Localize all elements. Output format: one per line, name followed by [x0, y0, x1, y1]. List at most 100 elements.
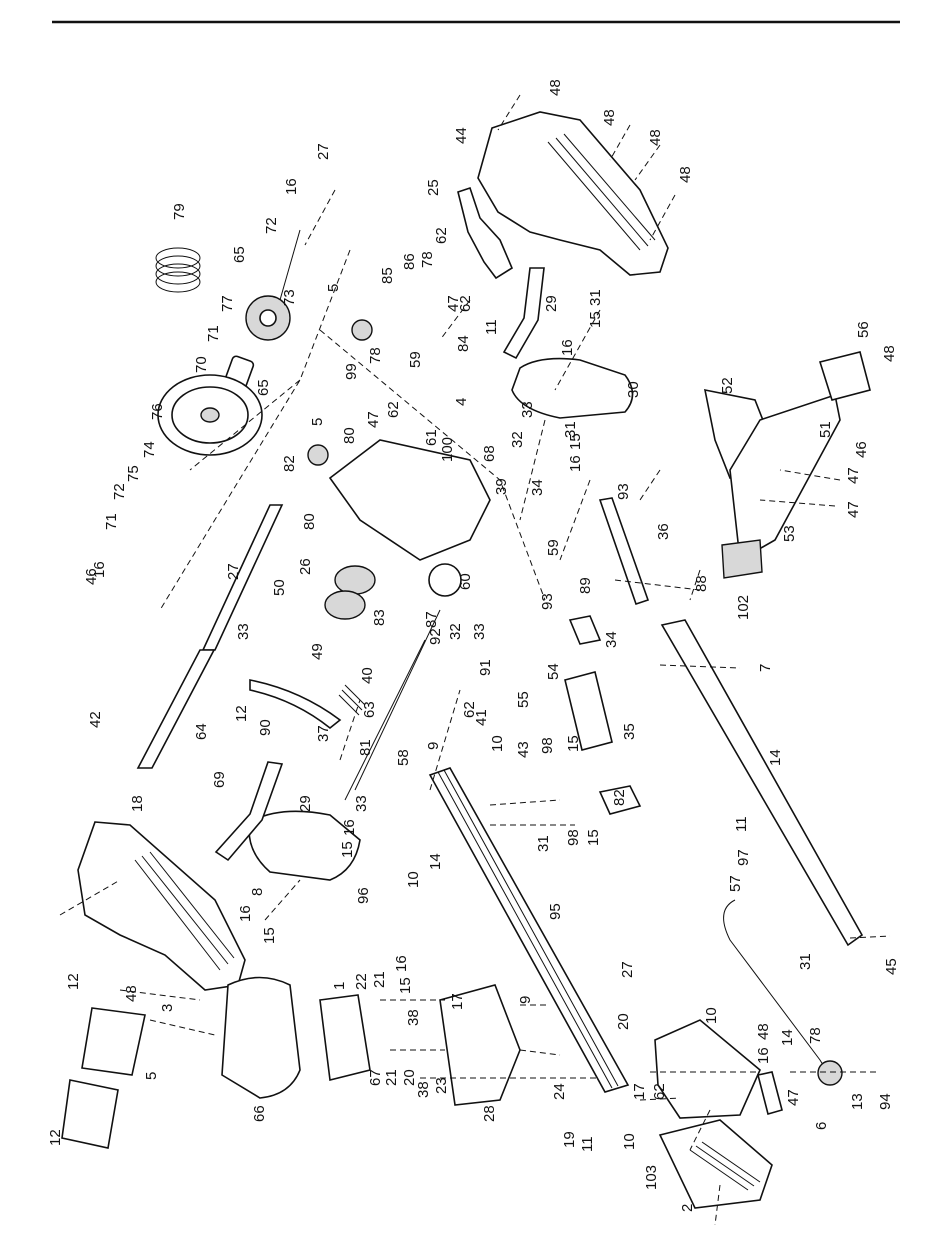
part-label: 26 [297, 558, 314, 575]
part-label: 93 [539, 593, 556, 610]
part-label: 67 [367, 1069, 384, 1086]
part-shape-30 [511, 357, 634, 419]
part-label: 43 [515, 741, 532, 758]
part-label: 12 [65, 973, 82, 990]
part-shape-60a [334, 565, 376, 595]
part-shape-41 [564, 671, 613, 751]
part-label: 9 [517, 996, 534, 1004]
part-label: 15 [565, 735, 582, 752]
part-label: 27 [619, 961, 636, 978]
part-label: 47 [785, 1089, 802, 1106]
part-shape-8 [428, 767, 630, 1093]
part-label: 1 [331, 982, 348, 990]
part-label: 40 [359, 667, 376, 684]
part-label: 5 [325, 284, 342, 292]
part-label: 3 [159, 1004, 176, 1012]
part-label: 31 [797, 953, 814, 970]
part-label: 91 [477, 659, 494, 676]
part-label: 33 [353, 795, 370, 812]
part-label: 54 [545, 663, 562, 680]
part-label: 22 [353, 973, 370, 990]
part-label: 78 [367, 347, 384, 364]
part-label: 45 [883, 958, 900, 975]
part-label: 29 [543, 295, 560, 312]
part-label: 93 [615, 483, 632, 500]
part-label: 29 [297, 795, 314, 812]
part-label: 15 [567, 433, 584, 450]
part-label: 47 [365, 411, 382, 428]
part-label: 38 [415, 1081, 432, 1098]
part-shape-22 [319, 994, 371, 1081]
part-shape-66 [61, 1079, 119, 1149]
part-label: 47 [845, 501, 862, 518]
part-label: 70 [193, 356, 210, 373]
part-label: 55 [515, 691, 532, 708]
part-label: 30 [625, 381, 642, 398]
part-label: 7 [757, 664, 774, 672]
part-label: 86 [401, 253, 418, 270]
part-label: 31 [535, 835, 552, 852]
part-label: 16 [237, 905, 254, 922]
part-shape-64 [249, 679, 342, 730]
part-label: 28 [481, 1105, 498, 1122]
part-label: 48 [123, 985, 140, 1002]
part-shape-81 [136, 649, 216, 769]
part-label: 48 [881, 345, 898, 362]
part-shape-58 [344, 639, 426, 801]
part-label: 48 [547, 79, 564, 96]
part-label: 10 [405, 871, 422, 888]
part-label: 78 [807, 1027, 824, 1044]
part-label: 96 [355, 887, 372, 904]
part-label: 20 [615, 1013, 632, 1030]
part-label: 42 [87, 711, 104, 728]
part-label: 11 [483, 319, 500, 335]
part-label: 33 [235, 623, 252, 640]
part-shape-56 [818, 351, 871, 401]
part-label: 59 [545, 539, 562, 556]
part-label: 61 [423, 429, 440, 446]
part-label: 62 [457, 295, 474, 312]
part-label: 37 [315, 725, 332, 742]
part-label: 21 [371, 971, 388, 988]
part-shape-5c [817, 1060, 843, 1086]
part-label: 65 [231, 246, 248, 263]
part-label: 60 [457, 573, 474, 590]
part-label: 8 [249, 888, 266, 896]
part-label: 52 [719, 377, 736, 394]
part-label: 14 [779, 1029, 796, 1046]
part-label: 5 [143, 1072, 160, 1080]
part-label: 82 [611, 789, 628, 806]
part-label: 44 [453, 127, 470, 144]
part-label: 32 [509, 431, 526, 448]
part-label: 85 [379, 267, 396, 284]
part-shape-73 [279, 229, 301, 301]
part-label: 27 [315, 143, 332, 160]
part-label: 75 [125, 465, 142, 482]
part-label: 92 [427, 628, 444, 645]
part-shape-60b [324, 590, 366, 620]
part-label: 5 [309, 418, 326, 426]
part-label: 15 [585, 829, 602, 846]
part-label: 36 [655, 523, 672, 540]
part-shapes [61, 111, 871, 1209]
part-label: 16 [755, 1047, 772, 1064]
part-label: 97 [735, 849, 752, 866]
part-label: 49 [309, 643, 326, 660]
part-label: 81 [357, 739, 374, 756]
part-shape-5a [351, 319, 373, 341]
assembly-lines [59, 94, 891, 1226]
part-label: 77 [219, 295, 236, 312]
part-label: 10 [621, 1133, 638, 1150]
part-shape-44 [477, 111, 669, 276]
part-label: 15 [397, 977, 414, 994]
part-label: 57 [727, 875, 744, 892]
part-label: 35 [621, 723, 638, 740]
part-label: 34 [529, 479, 546, 496]
part-label: 73 [281, 289, 298, 306]
part-label: 38 [405, 1009, 422, 1026]
part-label: 13 [849, 1093, 866, 1110]
part-label: 62 [651, 1083, 668, 1100]
part-label: 89 [577, 577, 594, 594]
part-label: 48 [647, 129, 664, 146]
part-label: 66 [251, 1105, 268, 1122]
